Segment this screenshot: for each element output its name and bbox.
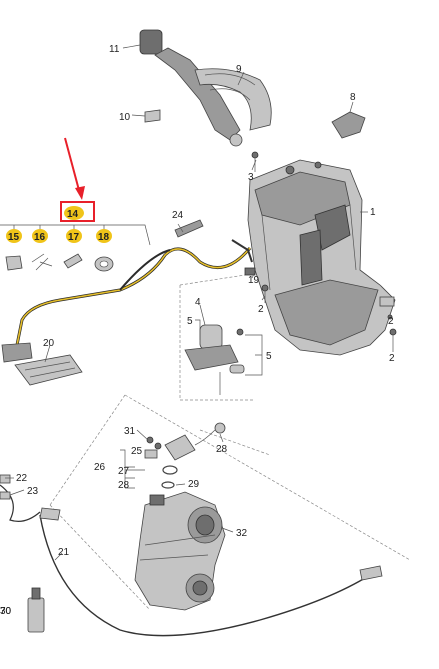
label-29: 29 — [188, 479, 200, 490]
label-22: 22 — [16, 473, 28, 484]
filler-neck-assembly — [139, 29, 272, 147]
label-17: 17 — [68, 232, 80, 243]
highlight-box — [60, 201, 95, 222]
label-31: 31 — [124, 426, 136, 437]
label-2b: 2 — [389, 353, 395, 364]
label-25: 25 — [131, 446, 143, 457]
group-line-14 — [0, 224, 151, 246]
label-20: 20 — [43, 338, 55, 349]
bolts-part-2 — [261, 284, 397, 348]
label-11: 11 — [109, 44, 120, 55]
badge-17 — [66, 229, 82, 243]
label-28b: 28 — [118, 480, 130, 491]
cable-part-21 — [39, 507, 383, 637]
label-15: 15 — [8, 232, 20, 243]
label-24: 24 — [172, 210, 184, 221]
bracket-part-8 — [331, 111, 366, 139]
pump-part-4 — [184, 324, 245, 395]
label-16: 16 — [34, 232, 46, 243]
connector-block-part-20 — [14, 354, 83, 386]
badge-15 — [6, 229, 22, 243]
label-10: 10 — [119, 112, 131, 123]
connector-part-19 — [244, 267, 256, 276]
left-small-parts — [0, 474, 41, 522]
bottle-part-70 — [27, 587, 45, 633]
label-26: 26 — [94, 462, 106, 473]
reservoir-tank — [247, 159, 396, 356]
label-70: 70 — [0, 606, 12, 617]
badge-18 — [96, 229, 112, 243]
badge-group — [6, 206, 112, 243]
label-8: 8 — [350, 92, 356, 103]
label-28a: 28 — [216, 444, 228, 455]
label-23: 23 — [27, 486, 39, 497]
red-arrow — [64, 137, 85, 200]
label-14: 14 — [67, 209, 79, 220]
label-19: 19 — [248, 275, 260, 286]
leader-lines — [5, 44, 394, 561]
label-27: 27 — [118, 466, 130, 477]
badge-16 — [32, 229, 48, 243]
label-5b: 5 — [266, 351, 272, 362]
label-1: 1 — [370, 207, 376, 218]
badge-14 — [64, 206, 84, 220]
catalytic-converter-part-32 — [134, 491, 226, 611]
label-3: 3 — [248, 172, 254, 183]
label-18: 18 — [98, 232, 110, 243]
label-9: 9 — [236, 64, 242, 75]
part-labels: 1 2 2 2 3 4 5 5 8 9 10 11 14 15 16 17 18… — [0, 44, 395, 617]
label-21: 21 — [58, 547, 70, 558]
bolt-part-3 — [251, 151, 259, 172]
clip-part-24 — [174, 219, 204, 238]
sensor-assembly — [144, 422, 226, 489]
label-30: 30 — [0, 606, 12, 617]
wiring-harness — [1, 239, 253, 363]
label-2c: 2 — [388, 316, 394, 327]
label-2a: 2 — [258, 304, 264, 315]
label-32: 32 — [236, 528, 248, 539]
dashed-connector-lines — [49, 274, 411, 611]
label-4: 4 — [195, 297, 201, 308]
label-5a: 5 — [187, 316, 193, 327]
small-parts-15-18 — [5, 253, 114, 272]
